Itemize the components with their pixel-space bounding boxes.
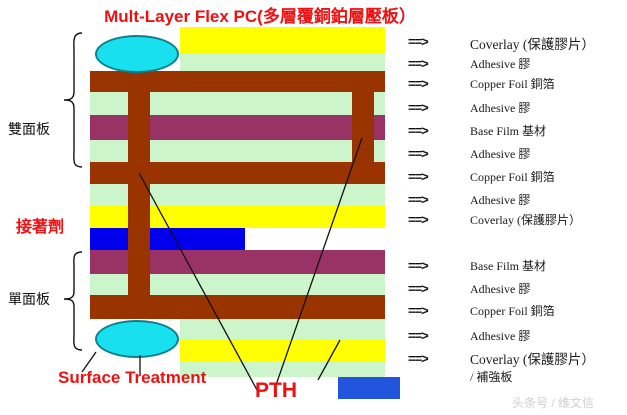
- arrow-l8: ==>: [408, 192, 429, 207]
- layer-adhesive-top: [180, 53, 385, 71]
- pth-column-left: [128, 71, 150, 319]
- label-l4: Adhesive 膠: [470, 101, 531, 115]
- pth-column-right: [352, 71, 374, 184]
- arrow-l7: ==>: [408, 169, 429, 184]
- layer-reinforcement-blue: [338, 377, 400, 399]
- arrow-l12: ==>: [408, 303, 429, 318]
- label-l11: Adhesive 膠: [470, 282, 531, 296]
- label-l14: Coverlay (保護膠片）: [470, 352, 595, 367]
- layer-adhesive-4: [90, 184, 385, 206]
- side-label-single-sided: 單面板: [8, 291, 50, 307]
- arrow-l5: ==>: [408, 123, 429, 138]
- callout-pth: PTH: [255, 379, 297, 402]
- page-title: Mult-Layer Flex PC(多層覆銅鉑層壓板）: [104, 7, 416, 26]
- layer-copper-1: [90, 71, 385, 92]
- arrow-l4: ==>: [408, 100, 429, 115]
- label-l5: Base Film 基材: [470, 124, 547, 138]
- arrow-l14: ==>: [408, 351, 429, 366]
- arrow-l3: ==>: [408, 76, 429, 91]
- label-l7: Copper Foil 銅箔: [470, 170, 555, 184]
- layer-adhesive-5: [90, 274, 385, 295]
- layer-coverlay-mid: [90, 206, 385, 228]
- callout-surface-treatment: Surface Treatment: [58, 368, 207, 387]
- label-l13: Adhesive 膠: [470, 329, 531, 343]
- arrow-l6: ==>: [408, 146, 429, 161]
- surface-treatment-ellipse-top: [95, 35, 179, 73]
- arrow-l10: ==>: [408, 258, 429, 273]
- label-l10: Base Film 基材: [470, 259, 547, 273]
- label-l8: Adhesive 膠: [470, 193, 531, 207]
- arrow-l9: ==>: [408, 212, 429, 227]
- label-l12: Copper Foil 銅箔: [470, 304, 555, 318]
- label-l2: Adhesive 膠: [470, 57, 531, 71]
- layer-copper-2: [90, 162, 385, 184]
- label-l6: Adhesive 膠: [470, 147, 531, 161]
- side-label-adhesive: 接著劑: [16, 219, 65, 236]
- label-l3: Copper Foil 銅箔: [470, 77, 555, 91]
- label-l1: Coverlay (保護膠片）: [470, 37, 595, 52]
- layer-adhesive-3: [90, 140, 385, 162]
- label-l9: Coverlay (保護膠片）: [470, 213, 581, 227]
- layer-adhesive-2: [90, 92, 385, 115]
- label-l14-second-line: / 補強板: [470, 370, 513, 384]
- layer-coverlay-top: [180, 27, 385, 53]
- arrow-l11: ==>: [408, 281, 429, 296]
- layer-coverlay-bottom: [180, 340, 385, 362]
- side-label-double-sided: 雙面板: [8, 121, 50, 137]
- layer-adhesive-6: [180, 319, 385, 340]
- layer-adhesive-7: [180, 362, 385, 377]
- arrow-l1: ==>: [408, 34, 429, 49]
- arrow-l13: ==>: [408, 328, 429, 343]
- watermark: 头条号 / 维文信: [512, 396, 595, 410]
- arrow-l2: ==>: [408, 56, 429, 71]
- surface-treatment-ellipse-bottom: [95, 320, 179, 358]
